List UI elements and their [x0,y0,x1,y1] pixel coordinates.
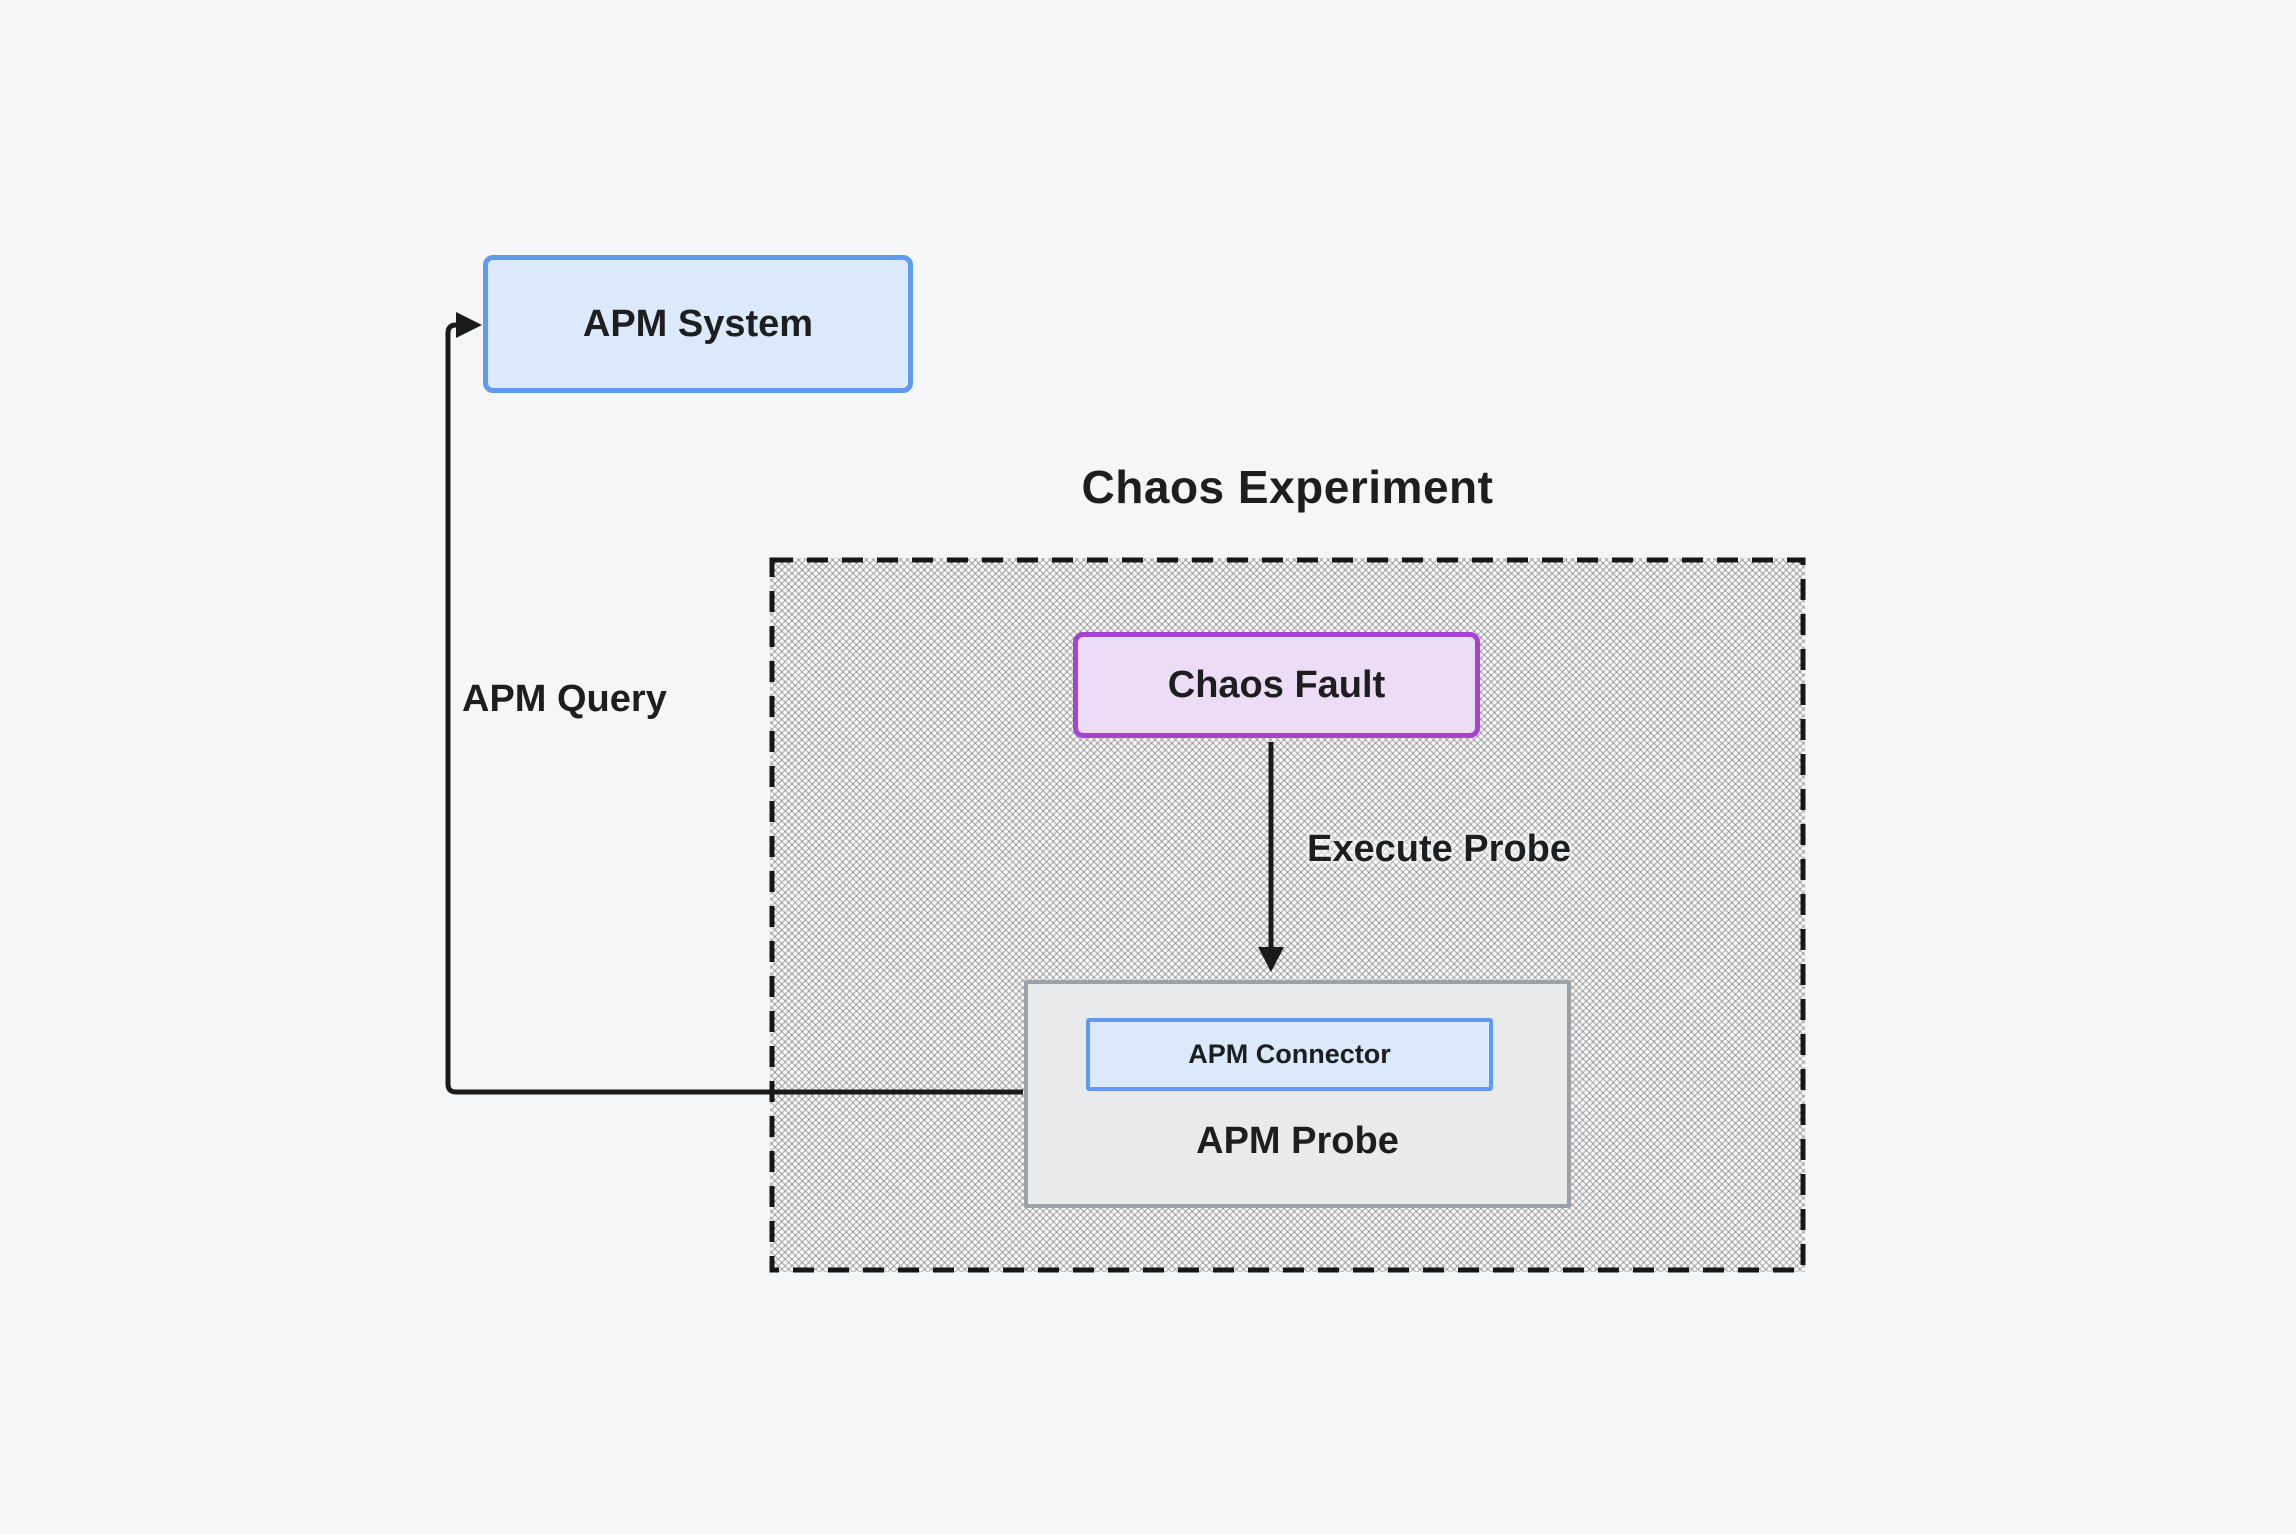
apm-system-label: APM System [582,302,814,345]
apm-query-edge-label: APM Query [462,678,667,720]
chaos-fault-node: Chaos Fault [1073,632,1480,738]
chaos-experiment-title: Chaos Experiment [1081,461,1494,513]
apm-system-node: APM System [483,255,913,393]
chaos-fault-label: Chaos Fault [1167,663,1386,706]
apm-connector-node: APM Connector [1086,1018,1493,1091]
execute-probe-edge-label: Execute Probe [1307,828,1571,870]
apm-probe-label: APM Probe [1196,1120,1399,1162]
apm-connector-label: APM Connector [1188,1039,1391,1069]
apm-query-arrowhead [456,312,482,338]
apm-probe-node: APM Connector APM Probe [1024,980,1571,1208]
